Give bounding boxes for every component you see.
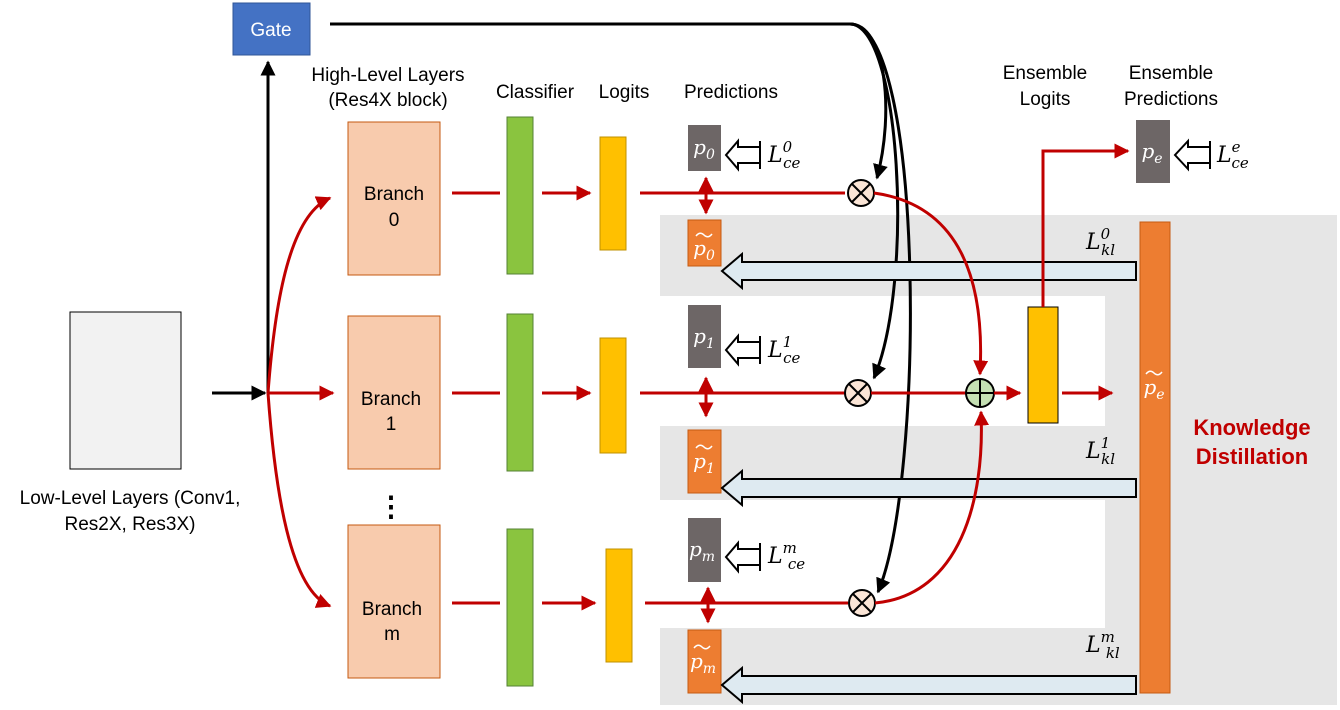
prediction-label-1: p1 [693,324,715,352]
split-arrow-branch-m [266,392,332,608]
soft-prediction-label-1: p1 [693,449,715,477]
logits-box-1 [599,337,627,454]
soft-prediction-tilde-m [693,644,711,650]
high-level-label-line2: (Res4X block) [328,90,447,111]
branch-name-0: Branch [364,184,424,205]
classifier-box-0 [506,116,534,275]
ensemble-soft-prediction-label: pe [1143,375,1164,403]
soft-prediction-label-0: p0 [693,236,715,264]
multiply-sign-m [852,593,872,613]
logits-box-m [605,548,633,663]
logits-box-0 [599,136,627,251]
mult0-to-sum-curve [873,191,989,376]
prediction-box-1 [688,305,721,368]
ensemble-lce-arrow [1173,138,1211,172]
branch-index-1: 1 [386,414,397,435]
low-level-layers-box [69,311,182,470]
logits-label: Logits [599,82,650,103]
ensemble-predictions-label-line1: Ensemble [1129,63,1214,84]
kd-label-line1: Knowledge [1193,415,1310,440]
lkl-arrow-0 [720,251,1137,291]
multm-to-sum-curve [874,410,990,605]
sum-sign [967,380,993,406]
classifier-box-1 [506,313,534,472]
branch-ellipsis: ⋮ [377,491,405,522]
gate-line-to-mult-1 [849,22,900,380]
branch-index-0: 0 [389,210,400,231]
ensemble-logits-label-line1: Ensemble [1003,63,1088,84]
high-level-label-line1: High-Level Layers [311,65,464,86]
soft-prediction-tilde-0 [695,232,713,238]
prediction-label-0: p0 [693,135,715,163]
branch-box-m[interactable] [347,524,441,679]
ensemble-prediction-box [1136,120,1170,183]
kd-label-line2: Distillation [1196,444,1308,469]
gate-label: Gate [250,20,291,41]
ensemble-logits-to-predictions [1041,143,1130,307]
branch-name-1: Branch [361,389,421,410]
prediction-label-m: pm [689,537,715,565]
classifier-box-m [506,528,534,687]
soft-prediction-box-1 [687,429,722,494]
gate-box[interactable] [232,2,311,56]
lce-arrow-0 [724,138,761,172]
lce-arrow-m [724,540,761,574]
soft-prediction-box-0 [687,219,722,267]
predictions-label: Predictions [684,82,778,103]
gate-line-to-mult-m [849,22,912,594]
classifier-label: Classifier [496,82,575,103]
branch-box-0[interactable] [347,121,441,276]
ensemble-soft-prediction-tilde [1145,370,1163,376]
low-level-label-line1: Low-Level Layers (Conv1, [20,488,241,509]
ensemble-logits-label-line2: Logits [1020,89,1071,110]
ensemble-soft-prediction-bar [1139,221,1171,694]
lkl-arrow-1 [720,468,1137,508]
multiply-sign-0 [851,183,871,203]
ensemble-predictions-label-line2: Predictions [1124,89,1218,110]
lce-arrow-1 [724,333,761,367]
low-level-label-line2: Res2X, Res3X) [65,514,196,535]
prediction-box-0 [688,125,721,171]
ensemble-prediction-label: pe [1141,139,1162,167]
soft-prediction-label-m: pm [690,649,716,677]
lkl-arrow-m [720,665,1137,705]
branch-name-m: Branch [362,599,422,620]
multiply-sign-1 [848,383,868,403]
split-arrow-branch-0 [266,196,332,394]
soft-prediction-box-m [687,629,722,694]
ensemble-logits-box [1027,306,1059,424]
branch-box-1[interactable] [347,315,441,470]
prediction-box-m [688,518,721,582]
branch-index-m: m [384,624,400,645]
soft-prediction-tilde-1 [695,444,713,450]
